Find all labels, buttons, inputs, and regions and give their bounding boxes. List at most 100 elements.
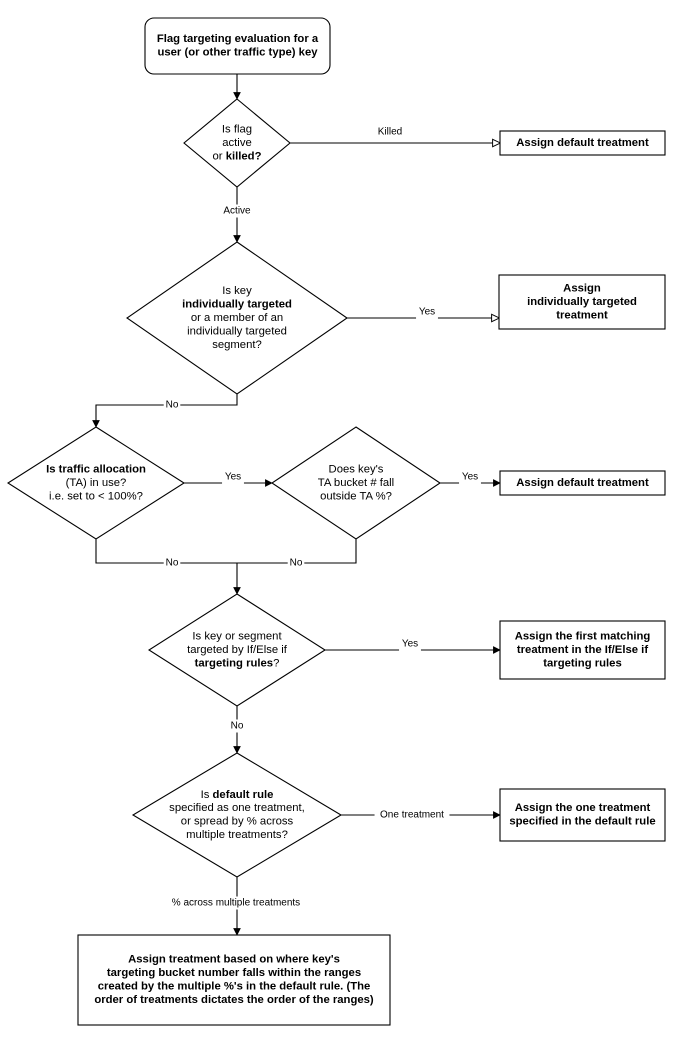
- flow-edge: No: [228, 706, 246, 754]
- node-text-line: Is key: [222, 285, 252, 297]
- node-text-line: Assign treatment based on where key's: [128, 954, 340, 966]
- edge-label-background: [228, 719, 246, 733]
- flow-node-assign-range-based[interactable]: Assign treatment based on where key'star…: [77, 934, 391, 1026]
- edge-label-background: [158, 896, 314, 910]
- flow-edge: Active: [218, 187, 256, 243]
- flow-edge: % across multiple treatments: [158, 877, 314, 936]
- edge-label: Yes: [225, 472, 241, 483]
- edge-label-background: [399, 637, 421, 651]
- edge-label: Killed: [378, 127, 402, 138]
- node-text-line: Assign default treatment: [516, 137, 649, 149]
- node-text-line: individually targeted: [527, 296, 637, 308]
- edge-label-background: [218, 204, 256, 218]
- edge-line: [237, 539, 357, 564]
- flow-edge: Yes: [325, 637, 501, 654]
- node-text-line: treatment: [556, 309, 608, 321]
- edge-label: % across multiple treatments: [172, 898, 300, 909]
- nodes-layer: Flag targeting evaluation for a user (or …: [6, 17, 666, 1026]
- node-text-line: targeting rules?: [195, 657, 280, 669]
- decision-diamond: [271, 426, 441, 540]
- decision-diamond: [6, 426, 186, 540]
- edge-label: Active: [223, 206, 251, 217]
- decision-diamond: [126, 241, 348, 395]
- process-box: [499, 130, 666, 156]
- node-text-line: Is flag: [222, 123, 252, 135]
- node-text-line: specified in the default rule: [509, 816, 655, 828]
- flow-edge: Yes: [440, 470, 501, 487]
- node-text-line: segment?: [212, 339, 262, 351]
- process-box: [498, 274, 666, 330]
- flow-edge: No: [92, 394, 238, 428]
- edge-label: One treatment: [380, 810, 444, 821]
- flow-node-assign-default-killed[interactable]: Assign default treatment: [499, 130, 666, 156]
- node-text-line: or spread by % across: [181, 816, 294, 828]
- edge-label: Yes: [462, 472, 478, 483]
- node-text-line: individually targeted: [187, 325, 287, 337]
- edge-label-background: [222, 470, 244, 484]
- node-text-line: user (or other traffic type) key: [157, 47, 318, 59]
- edge-label-background: [459, 470, 481, 484]
- node-text-line: Is key or segment: [192, 630, 282, 642]
- node-text-line: order of treatments dictates the order o…: [94, 994, 374, 1006]
- node-text-line: multiple treatments?: [186, 829, 288, 841]
- edge-label: No: [290, 558, 303, 569]
- flow-node-decision-ifelse-rules[interactable]: Is key or segment targeted by If/Else ift…: [147, 593, 327, 707]
- edge-label-background: [287, 556, 305, 570]
- edge-label-background: [163, 556, 181, 570]
- edge-label-background: [163, 398, 181, 412]
- node-text-line: Is default rule: [201, 789, 274, 801]
- node-text-line: Does key's: [329, 463, 384, 475]
- node-text-line: Flag targeting evaluation for a: [157, 33, 319, 45]
- flow-node-assign-default-ta[interactable]: Assign default treatment: [499, 470, 666, 496]
- node-text-line: active: [222, 137, 252, 149]
- terminator-box: [144, 17, 331, 75]
- decision-diamond: [147, 593, 327, 707]
- flow-node-start[interactable]: Flag targeting evaluation for a user (or …: [144, 17, 331, 75]
- node-text-line: (TA) in use?: [66, 477, 127, 489]
- node-text-line: Assign: [563, 282, 601, 294]
- node-text-line: i.e. set to < 100%?: [49, 490, 143, 502]
- edge-label: Yes: [419, 307, 435, 318]
- node-text-line: specified as one treatment,: [169, 802, 305, 814]
- node-text-line: targeted by If/Else if: [187, 644, 288, 656]
- flow-edge: Yes: [184, 470, 273, 487]
- edge-label-background: [416, 305, 438, 319]
- edge-label: No: [166, 400, 179, 411]
- node-text-line: targeting rules: [543, 657, 621, 669]
- flow-edge: Yes: [347, 305, 499, 319]
- flow-edge: No: [237, 539, 357, 570]
- flow-edge: Killed: [290, 125, 500, 144]
- node-text-line: outside TA %?: [320, 490, 392, 502]
- flow-node-decision-traffic-allocation[interactable]: Is traffic allocation (TA) in use?i.e. se…: [6, 426, 186, 540]
- edge-label-background: [374, 808, 450, 822]
- edge-label: Yes: [402, 639, 418, 650]
- flow-edge: One treatment: [341, 808, 501, 822]
- node-text-line: Assign the first matching: [515, 630, 651, 642]
- flow-edge: No: [95, 539, 241, 595]
- decision-diamond: [131, 752, 343, 878]
- process-box: [499, 788, 666, 842]
- edge-label: No: [231, 721, 244, 732]
- process-box: [499, 620, 666, 680]
- node-text-line: created by the multiple %'s in the defau…: [98, 981, 371, 993]
- node-text-line: Assign default treatment: [516, 477, 649, 489]
- node-text-line: Is traffic allocation: [46, 463, 146, 475]
- flow-node-assign-one-treatment[interactable]: Assign the one treatment specified in the…: [499, 788, 666, 842]
- node-text-line: targeting bucket number falls within the…: [107, 967, 361, 979]
- node-text-line: individually targeted: [182, 298, 292, 310]
- node-text-line: Assign the one treatment: [515, 802, 651, 814]
- edge-label: No: [166, 558, 179, 569]
- process-box: [499, 470, 666, 496]
- node-text-line: or killed?: [213, 150, 262, 162]
- process-box: [77, 934, 391, 1026]
- node-text-line: TA bucket # fall: [318, 477, 394, 489]
